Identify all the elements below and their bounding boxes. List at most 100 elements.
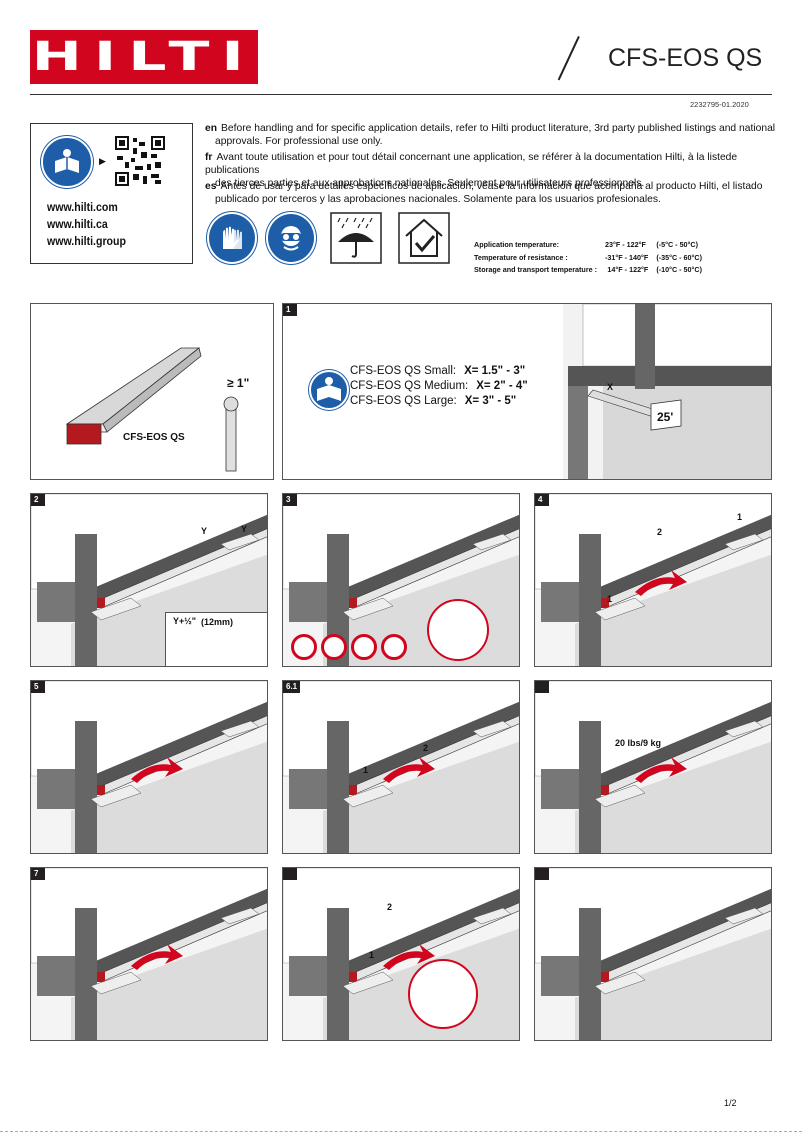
size-row: CFS-EOS QS Small:X= 1.5" - 3" — [350, 364, 528, 379]
step-panel: 6.1 1 2 — [282, 680, 520, 854]
step-number: 2 — [31, 494, 45, 506]
step-label: (12mm) — [201, 617, 234, 627]
step-scene — [535, 494, 771, 666]
tape-measure-label: 25' — [657, 410, 674, 424]
prohibited-icon — [291, 634, 317, 660]
step-panel: 7 — [30, 867, 268, 1041]
intro-panel: CFS-EOS QS ≥ 1" — [30, 303, 274, 480]
step-label: 20 lbs/9 kg — [615, 738, 662, 748]
store-indoors-icon — [398, 212, 450, 264]
link-hilti-com[interactable]: www.hilti.com — [47, 202, 118, 214]
red-arrow-icon — [635, 570, 687, 596]
logo-text: HILTI — [31, 34, 257, 80]
temp-row: Storage and transport temperature : 14°F … — [474, 265, 708, 276]
size-row: CFS-EOS QS Large: X= 3" - 5" — [350, 394, 528, 409]
temp-label: Storage and transport temperature : — [474, 265, 598, 274]
step-scene — [31, 494, 267, 666]
red-arrow-icon — [383, 757, 435, 783]
step-label: 2 — [657, 527, 663, 537]
size-value: X= 3" - 5" — [464, 395, 517, 407]
product-title: CFS-EOS QS — [608, 44, 763, 72]
keep-dry-icon — [330, 212, 382, 264]
page-number: 1/2 — [724, 1098, 737, 1108]
step-number: 3 — [283, 494, 297, 506]
step-1-scene — [563, 304, 771, 479]
red-arrow-icon — [383, 944, 435, 970]
temp-f: 14°F - 122°F — [607, 265, 649, 274]
min-dimension: ≥ 1" — [227, 376, 250, 390]
size-row: CFS-EOS QS Medium: X= 2" - 4" — [350, 379, 528, 394]
web-links: www.hilti.com www.hilti.ca www.hilti.gro… — [47, 200, 133, 251]
qr-code-icon[interactable] — [115, 136, 165, 186]
temp-f: -31°F - 140°F — [605, 252, 649, 262]
step-number — [283, 868, 297, 880]
temp-row: Temperature of resistance : -31°F - 140°F… — [474, 253, 708, 264]
temp-c: (-35°C - 60°C) — [656, 252, 703, 262]
step-number: 4 — [535, 494, 549, 506]
read-manual-icon — [309, 370, 349, 410]
size-name: CFS-EOS QS Small: — [350, 365, 457, 377]
step-label: 2 — [423, 743, 429, 753]
step-scene — [283, 494, 519, 666]
size-name: CFS-EOS QS Large: — [350, 395, 457, 407]
step-number: 7 — [31, 868, 45, 880]
prohibited-icon — [381, 634, 407, 660]
prohibition-icons — [291, 634, 407, 660]
step-label: Y+½" — [173, 616, 197, 626]
document-number: 2232795-01.2020 — [690, 100, 749, 109]
hilti-logo: HILTI — [30, 30, 258, 84]
size-list: CFS-EOS QS Small:X= 1.5" - 3" CFS-EOS QS… — [350, 364, 528, 409]
step-number: 1 — [283, 304, 297, 316]
red-arrow-icon — [131, 757, 183, 783]
step-scene — [283, 868, 519, 1040]
red-arrow-icon — [635, 757, 687, 783]
step-panel — [534, 867, 772, 1041]
temp-c: (-5°C - 50°C) — [656, 240, 699, 249]
step-number — [535, 681, 549, 693]
step-panel: 5 — [30, 680, 268, 854]
step-label: Y — [201, 526, 208, 536]
size-value: X= 2" - 4" — [476, 380, 528, 392]
temp-label: Application temperature: — [474, 240, 560, 249]
step-scene — [31, 868, 267, 1040]
temp-row: Application temperature: 23°F - 122°F (-5°… — [474, 240, 708, 251]
step-scene — [535, 868, 771, 1040]
step-scene — [283, 681, 519, 853]
dimension-x-label: X — [607, 382, 614, 392]
step-label: 1 — [607, 594, 613, 604]
detail-callout — [427, 599, 489, 661]
header-rule — [30, 94, 772, 95]
goggles-icon — [266, 212, 316, 264]
step-label: 1 — [369, 950, 375, 960]
step-label: Y — [241, 524, 248, 534]
temp-c: (-10°C - 50°C) — [656, 265, 703, 274]
product-label: CFS-EOS QS — [123, 432, 185, 443]
step-panel: 3 — [282, 493, 520, 667]
step-1-panel: 1 X 25' — [282, 303, 772, 480]
step-label: 1 — [737, 512, 743, 522]
step-label: 2 — [387, 902, 393, 912]
link-hilti-ca[interactable]: www.hilti.ca — [47, 219, 108, 231]
step-label: 1 — [363, 765, 369, 775]
read-manual-icon — [41, 136, 93, 188]
prohibited-icon — [321, 634, 347, 660]
page-edge — [0, 1131, 802, 1132]
link-hilti-group[interactable]: www.hilti.group — [47, 236, 126, 248]
temp-f: 23°F - 122°F — [605, 240, 646, 249]
product-illustration — [65, 347, 239, 472]
size-name: CFS-EOS QS Medium: — [350, 380, 469, 392]
step-number: 6.1 — [283, 681, 301, 693]
detail-callout — [408, 959, 478, 1029]
step-number: 5 — [31, 681, 45, 693]
temperature-table: Application temperature: 23°F - 122°F (-5°… — [472, 238, 710, 278]
prohibited-icon — [351, 634, 377, 660]
step-panel: 20 lbs/9 kg — [534, 680, 772, 854]
detail-inset — [165, 612, 267, 666]
temp-label: Temperature of resistance : — [474, 252, 568, 262]
step-scene — [535, 681, 771, 853]
title-divider — [557, 36, 580, 81]
